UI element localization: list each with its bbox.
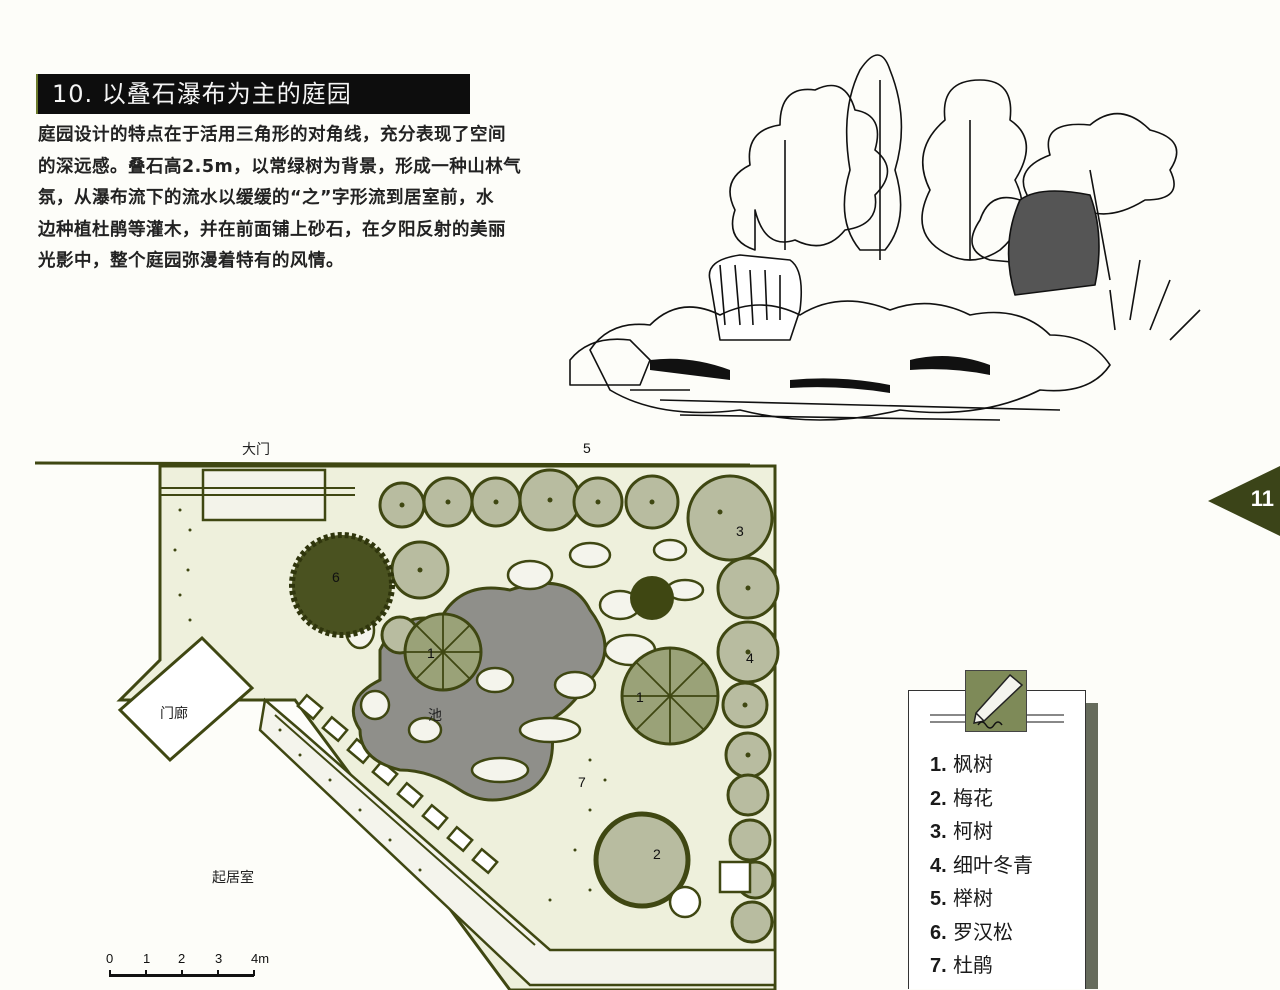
marker-4: 4 <box>746 650 754 666</box>
legend-item: 6. 罗汉松 <box>930 919 1014 944</box>
legend-item: 2. 梅花 <box>930 785 994 810</box>
intro-line: 边种植杜鹃等灌木，并在前面铺上砂石，在夕阳反射的美丽 <box>38 219 506 240</box>
marker-5: 5 <box>583 440 591 456</box>
legend-item: 5. 榉树 <box>930 886 994 910</box>
pencil-icon <box>965 670 1027 732</box>
label-pond: 池 <box>428 708 442 724</box>
intro-line: 光影中，整个庭园弥漫着特有的风情。 <box>38 251 344 271</box>
label-living-room: 起居室 <box>212 869 254 886</box>
scale-tick-1: 1 <box>143 951 150 966</box>
scale-tick-3: 3 <box>215 951 222 966</box>
marker-7: 7 <box>578 774 586 790</box>
legend-card <box>908 690 1086 989</box>
intro-line: 庭园设计的特点在于活用三角形的对角线，充分表现了空间 <box>38 125 506 145</box>
intro-line: 氛，从瀑布流下的流水以缓缓的“之”字形流到居室前，水 <box>38 188 495 208</box>
marker-1b: 1 <box>636 689 644 705</box>
marker-2: 2 <box>653 846 661 862</box>
intro-line: 的深远感。叠石高2.5m，以常绿树为背景，形成一种山林气 <box>38 156 522 177</box>
legend-item: 3. 柯树 <box>930 819 994 843</box>
legend-list: 1. 枫树 2. 梅花 3. 柯树 4. 细叶冬青 5. 榉树 6. 罗汉松 7… <box>930 748 1033 983</box>
scale-tick-4m: 4m <box>251 951 269 966</box>
scale-tick-0: 0 <box>106 951 113 966</box>
label-gate: 大门 <box>242 442 270 458</box>
marker-1a: 1 <box>427 645 435 661</box>
legend-shadow <box>1086 703 1098 989</box>
page-number-tab: 11 <box>1208 466 1280 536</box>
legend-item: 1. 枫树 <box>930 752 994 776</box>
marker-3: 3 <box>736 523 744 539</box>
label-porch: 门廊 <box>160 705 188 722</box>
garden-perspective-sketch <box>569 54 1201 421</box>
garden-site-plan: 大门 门廊 起居室 池 1 1 2 3 4 5 6 7 <box>34 440 780 990</box>
legend-item: 4. 细叶冬青 <box>930 852 1034 877</box>
page-number: 11 <box>1250 486 1274 511</box>
legend-item: 7. 杜鹃 <box>930 953 994 977</box>
scale-tick-2: 2 <box>178 951 185 966</box>
scale-bar: 0 1 2 3 4m <box>106 951 269 977</box>
intro-paragraph: 庭园设计的特点在于活用三角形的对角线，充分表现了空间 的深远感。叠石高2.5m，… <box>38 120 658 278</box>
page-title: 10. 以叠石瀑布为主的庭园 <box>38 74 470 114</box>
page-tab-triangle-icon <box>1208 466 1280 536</box>
marker-6: 6 <box>332 569 340 585</box>
